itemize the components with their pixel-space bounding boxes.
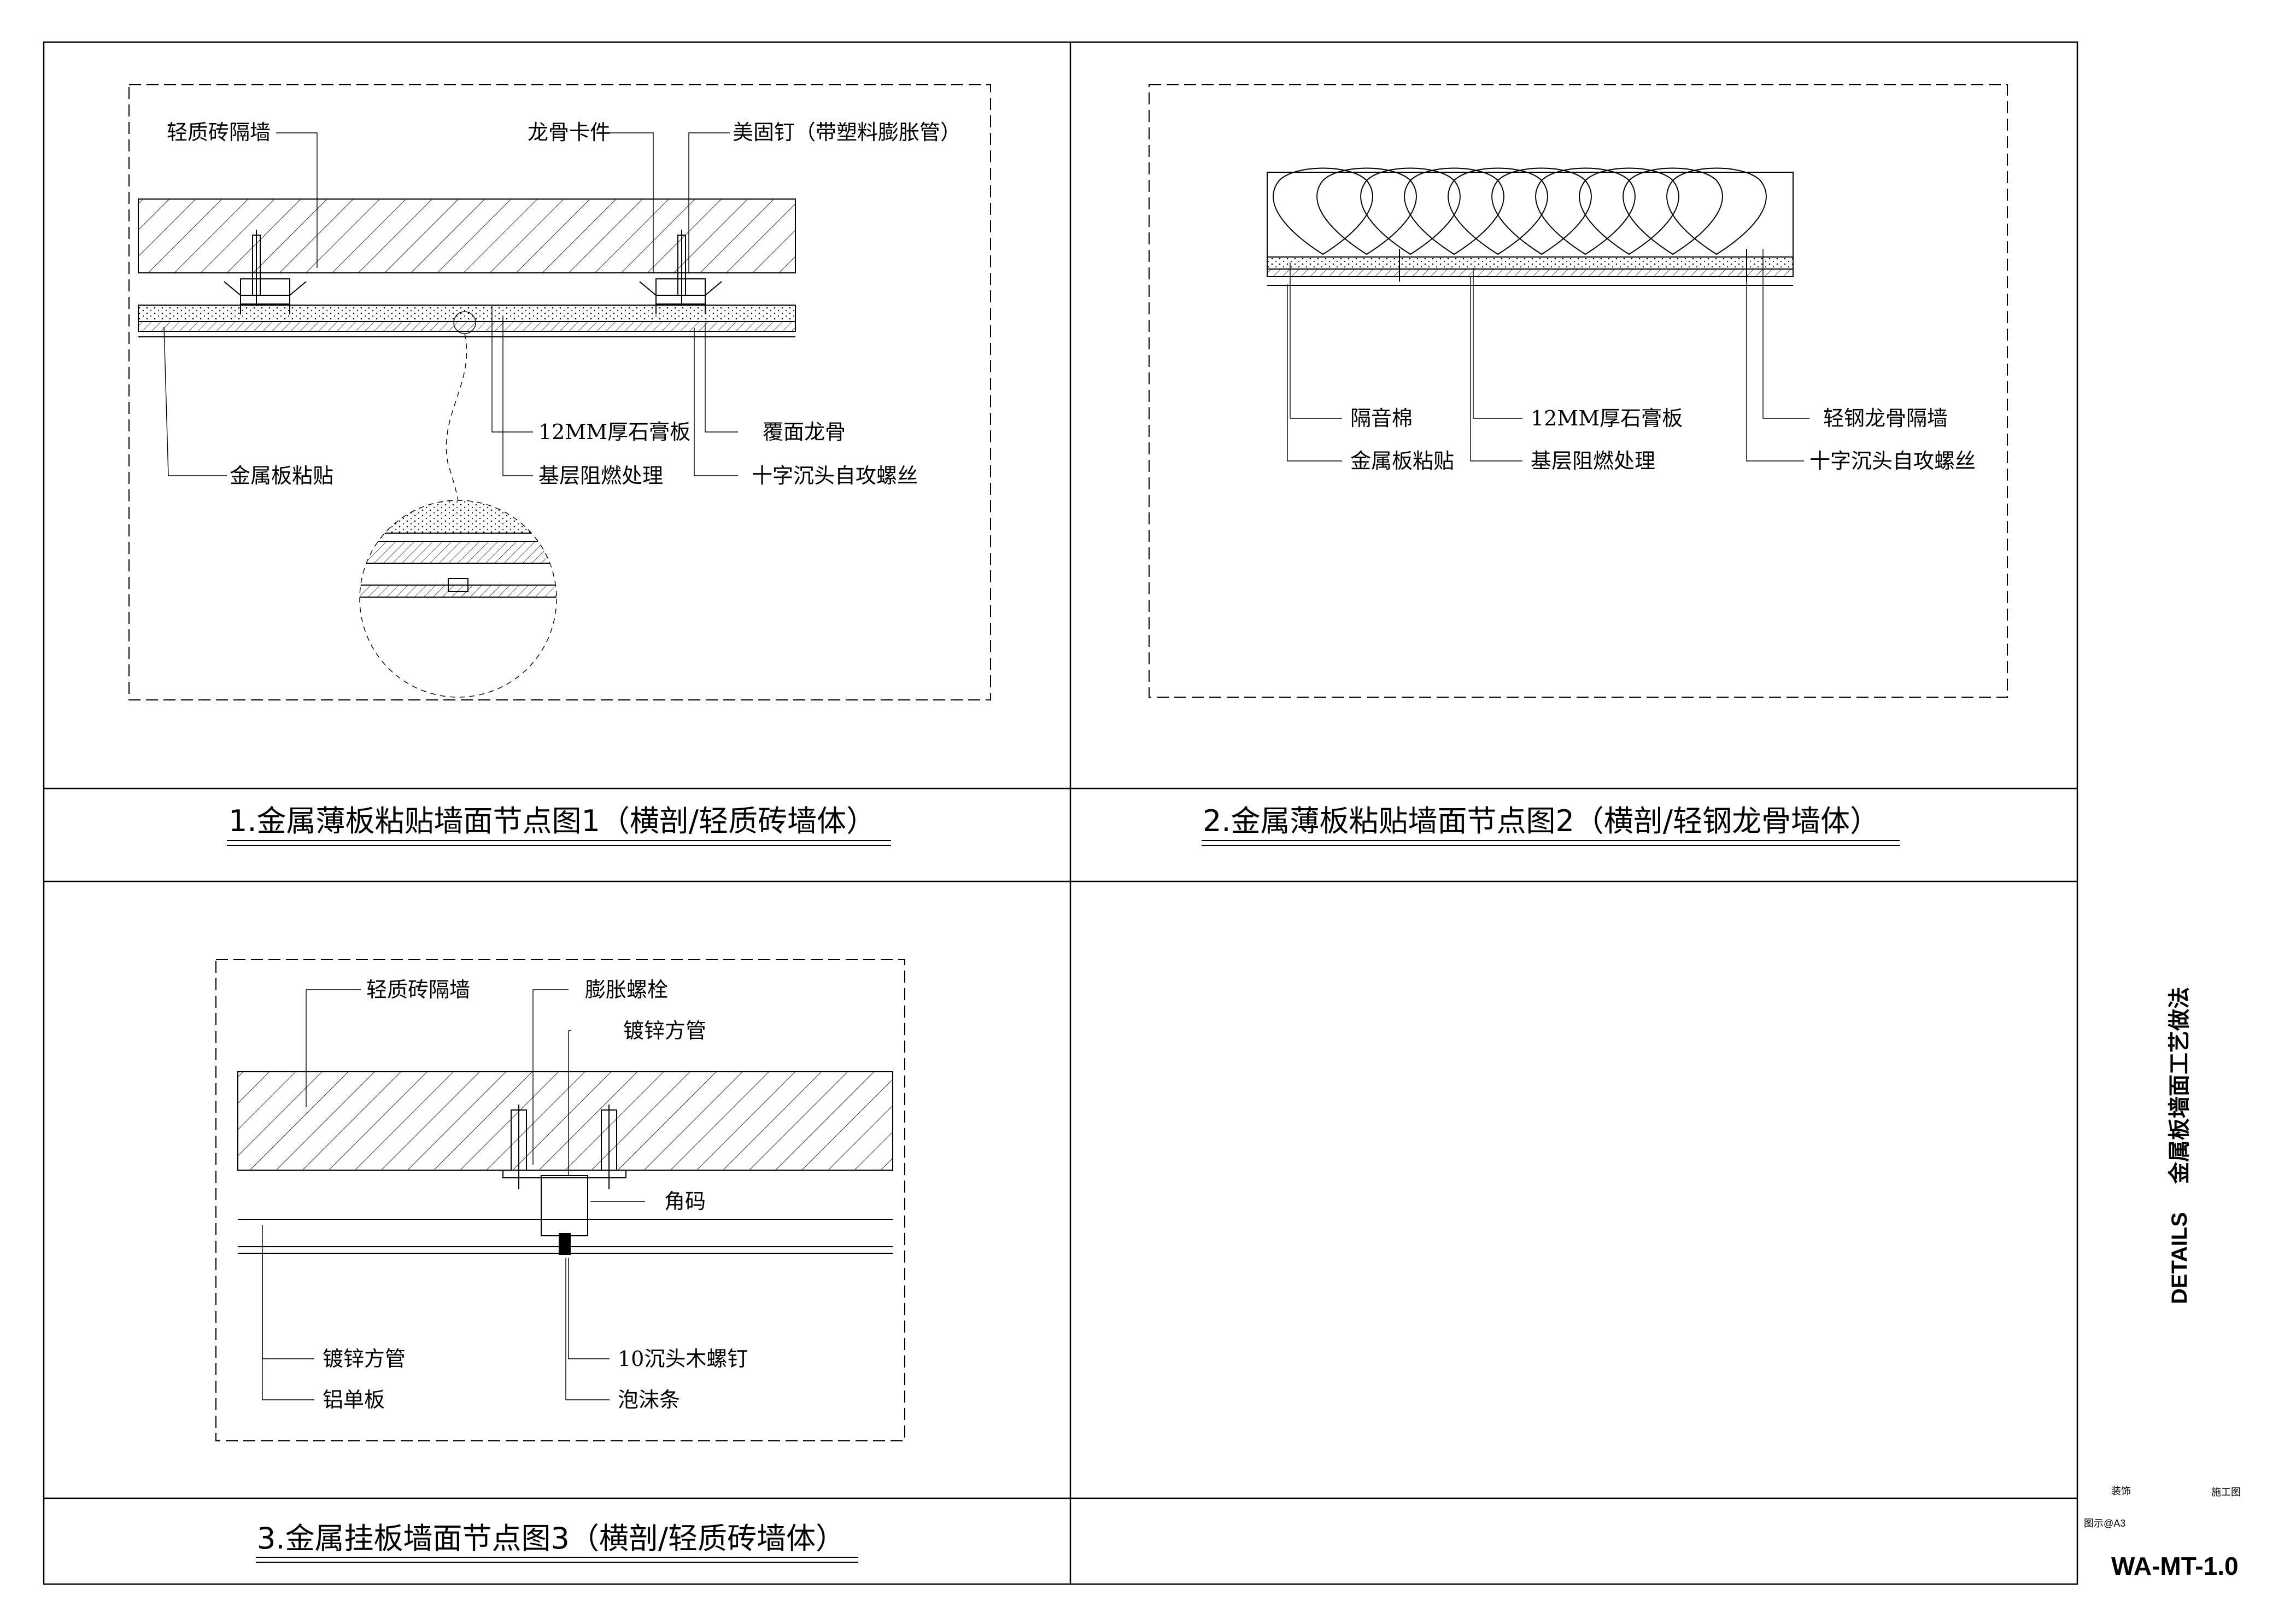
label-anchor-nail: 美固钉（带塑料膨胀管）	[733, 120, 961, 144]
label-fireproof-base: 基层阻燃处理	[538, 464, 663, 488]
sheet-discipline: 装饰	[2111, 1486, 2131, 1497]
sheet-frame	[43, 41, 2078, 1585]
sheet-scale: 图示@A3	[2084, 1518, 2125, 1529]
sheet-title-en: DETAILS	[2168, 1212, 2192, 1304]
label-metal-panel-bonded-2: 金属板粘贴	[1350, 449, 1454, 473]
sheet-title-cn: 金属板墙面工艺做法	[2167, 987, 2192, 1184]
clip-right	[639, 230, 722, 314]
label-keel-clip: 龙骨卡件	[528, 120, 611, 144]
clip-left	[224, 230, 307, 314]
detail-2-drawing	[1149, 84, 2008, 698]
detail-3-caption: 3.金属挂板墙面节点图3（横剖/轻质砖墙体）	[257, 1521, 845, 1556]
label-gypsum-board: 12MM厚石膏板	[538, 420, 690, 444]
label-cladding-keel: 覆面龙骨	[763, 420, 846, 444]
label-light-brick-wall: 轻质砖隔墙	[167, 120, 271, 144]
label-light-brick-wall-3: 轻质砖隔墙	[366, 978, 470, 1002]
label-light-steel-partition: 轻钢龙骨隔墙	[1823, 406, 1948, 430]
label-self-tapping-screw-2: 十字沉头自攻螺丝	[1809, 449, 1976, 473]
detail-1-caption: 1.金属薄板粘贴墙面节点图1（横剖/轻质砖墙体）	[229, 804, 876, 838]
title-block: DETAILS 金属板墙面工艺做法 装饰 施工图 图示@A3 WA-MT-1.0	[2084, 987, 2241, 1580]
label-expansion-bolt: 膨胀螺栓	[585, 978, 668, 1002]
label-galvanized-tube-top: 镀锌方管	[623, 1019, 706, 1043]
label-angle-bracket: 角码	[664, 1189, 706, 1213]
label-aluminum-panel: 铝单板	[323, 1388, 385, 1412]
label-gypsum-board-2: 12MM厚石膏板	[1531, 406, 1683, 430]
label-wood-screw: 10沉头木螺钉	[618, 1347, 748, 1371]
label-self-tapping-screw: 十字沉头自攻螺丝	[752, 464, 918, 488]
label-metal-panel-bonded: 金属板粘贴	[230, 464, 333, 488]
label-sound-insulation: 隔音棉	[1350, 406, 1413, 430]
label-fireproof-base-2: 基层阻燃处理	[1531, 449, 1655, 473]
detail-2-caption: 2.金属薄板粘贴墙面节点图2（横剖/轻钢龙骨墙体）	[1203, 804, 1879, 838]
detail-1-drawing	[128, 84, 991, 700]
sheet-stage: 施工图	[2211, 1487, 2241, 1498]
sound-insulation	[1273, 167, 1767, 255]
drawing-number: WA-MT-1.0	[2111, 1552, 2239, 1580]
detail-3-drawing	[215, 959, 905, 1441]
label-foam-strip: 泡沫条	[618, 1388, 680, 1412]
label-galvanized-tube: 镀锌方管	[323, 1347, 406, 1371]
